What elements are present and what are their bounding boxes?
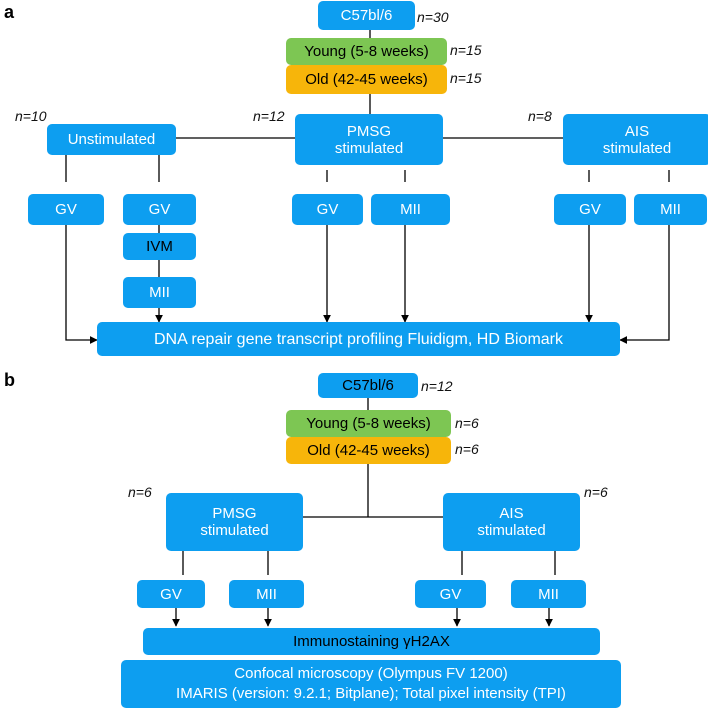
- b-pmsg-line1: PMSG: [212, 505, 257, 522]
- a-ais-box: AIS stimulated: [563, 114, 708, 165]
- b-n-total: n=12: [421, 378, 453, 394]
- b-mii-box-1: MII: [229, 580, 304, 608]
- b-ais-box: AIS stimulated: [443, 493, 580, 551]
- a-gv-box-1: GV: [28, 194, 104, 225]
- b-n-old: n=6: [455, 441, 479, 457]
- a-unstimulated-box: Unstimulated: [47, 124, 176, 155]
- a-ais-line1: AIS: [624, 122, 650, 140]
- b-confocal-box: Confocal microscopy (Olympus FV 1200) IM…: [121, 660, 621, 708]
- b-old-box: Old (42-45 weeks): [286, 437, 451, 464]
- a-strain-box: C57bl/6: [318, 1, 415, 30]
- a-ais-line2: stimulated: [602, 139, 672, 157]
- a-gv-box-3: GV: [292, 194, 363, 225]
- a-mii-box-1: MII: [371, 194, 450, 225]
- b-strain-box: C57bl/6: [318, 373, 418, 398]
- a-pmsg-box: PMSG stimulated: [295, 114, 443, 165]
- b-confocal-line1: Confocal microscopy (Olympus FV 1200): [234, 665, 508, 682]
- b-n-young: n=6: [455, 415, 479, 431]
- b-confocal-line2: IMARIS (version: 9.2.1; Bitplane); Total…: [176, 685, 566, 702]
- b-immunostaining-box: Immunostaining γH2AX: [143, 628, 600, 655]
- a-young-box: Young (5-8 weeks): [286, 38, 447, 65]
- a-n-ais: n=8: [528, 108, 552, 124]
- a-pmsg-line2: stimulated: [334, 139, 404, 157]
- a-n-total: n=30: [417, 9, 449, 25]
- b-pmsg-line2: stimulated: [200, 522, 269, 539]
- b-young-box: Young (5-8 weeks): [286, 410, 451, 437]
- a-n-young: n=15: [450, 42, 482, 58]
- a-n-unstim: n=10: [15, 108, 47, 124]
- a-output-box: DNA repair gene transcript profiling Flu…: [97, 322, 620, 356]
- a-old-box: Old (42-45 weeks): [286, 65, 447, 94]
- a-n-old: n=15: [450, 70, 482, 86]
- a-n-pmsg: n=12: [253, 108, 285, 124]
- b-gv-box-1: GV: [137, 580, 205, 608]
- a-pmsg-line1: PMSG: [346, 122, 392, 140]
- a-mii-box-2: MII: [634, 194, 707, 225]
- b-mii-box-2: MII: [511, 580, 586, 608]
- arrow-a-ais-mii-to-output: [619, 225, 670, 344]
- a-gv-box-2: GV: [123, 194, 196, 225]
- b-ais-line2: stimulated: [477, 522, 546, 539]
- b-ais-line1: AIS: [499, 505, 524, 522]
- b-gv-box-2: GV: [415, 580, 486, 608]
- a-ivm-box: IVM: [123, 233, 196, 260]
- a-gv-box-4: GV: [554, 194, 626, 225]
- panel-a-label: a: [4, 2, 15, 22]
- arrow-a-gv1-to-output: [65, 225, 98, 344]
- b-n-pmsg: n=6: [128, 484, 152, 500]
- panel-b-label: b: [4, 370, 15, 390]
- b-n-ais: n=6: [584, 484, 608, 500]
- a-mii-box-ivm: MII: [123, 277, 196, 308]
- b-pmsg-box: PMSG stimulated: [166, 493, 303, 551]
